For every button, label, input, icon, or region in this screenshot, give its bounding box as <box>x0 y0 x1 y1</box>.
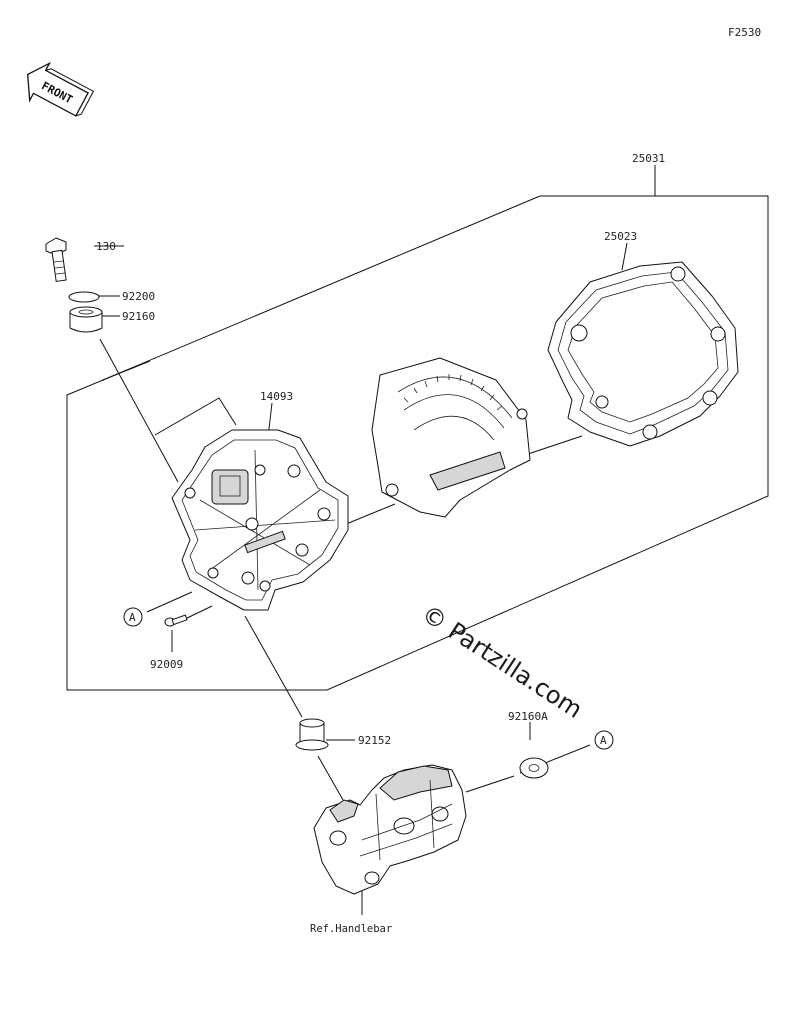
meter-case-14093 <box>171 429 349 611</box>
leader-damper-case <box>99 338 179 483</box>
label-25031: 25031 <box>632 152 665 165</box>
label-25023: 25023 <box>604 230 637 243</box>
bolt-130 <box>45 237 67 282</box>
handlebar-clamp <box>313 764 467 895</box>
screw-92009 <box>164 614 188 627</box>
leader-case-collar <box>244 615 303 718</box>
svg-text:A: A <box>600 734 607 747</box>
glass-cover-25023 <box>547 261 739 447</box>
assembly-boundary <box>66 165 769 691</box>
label-92152: 92152 <box>358 734 391 747</box>
meter-unit <box>371 357 531 518</box>
label-92200: 92200 <box>122 290 155 303</box>
figure-code: F2530 <box>728 26 761 39</box>
collar-92152 <box>295 718 329 751</box>
damper-92160a <box>519 757 549 779</box>
label-ref-handlebar: Ref.Handlebar <box>310 923 392 935</box>
callout-a-left: A <box>123 607 143 627</box>
watermark: © Partzilla.com <box>417 600 588 724</box>
callout-a-right: A <box>594 730 614 750</box>
assembly-boundary-top <box>102 195 541 381</box>
label-14093: 14093 <box>260 390 293 403</box>
label-92160a: 92160A <box>508 710 548 723</box>
label-92009: 92009 <box>150 658 183 671</box>
svg-text:A: A <box>129 611 136 624</box>
label-130: 130 <box>96 240 116 253</box>
damper-92160 <box>69 306 103 333</box>
label-92160: 92160 <box>122 310 155 323</box>
ring-92200 <box>68 291 100 303</box>
front-arrow-icon: FRONT <box>26 61 95 117</box>
